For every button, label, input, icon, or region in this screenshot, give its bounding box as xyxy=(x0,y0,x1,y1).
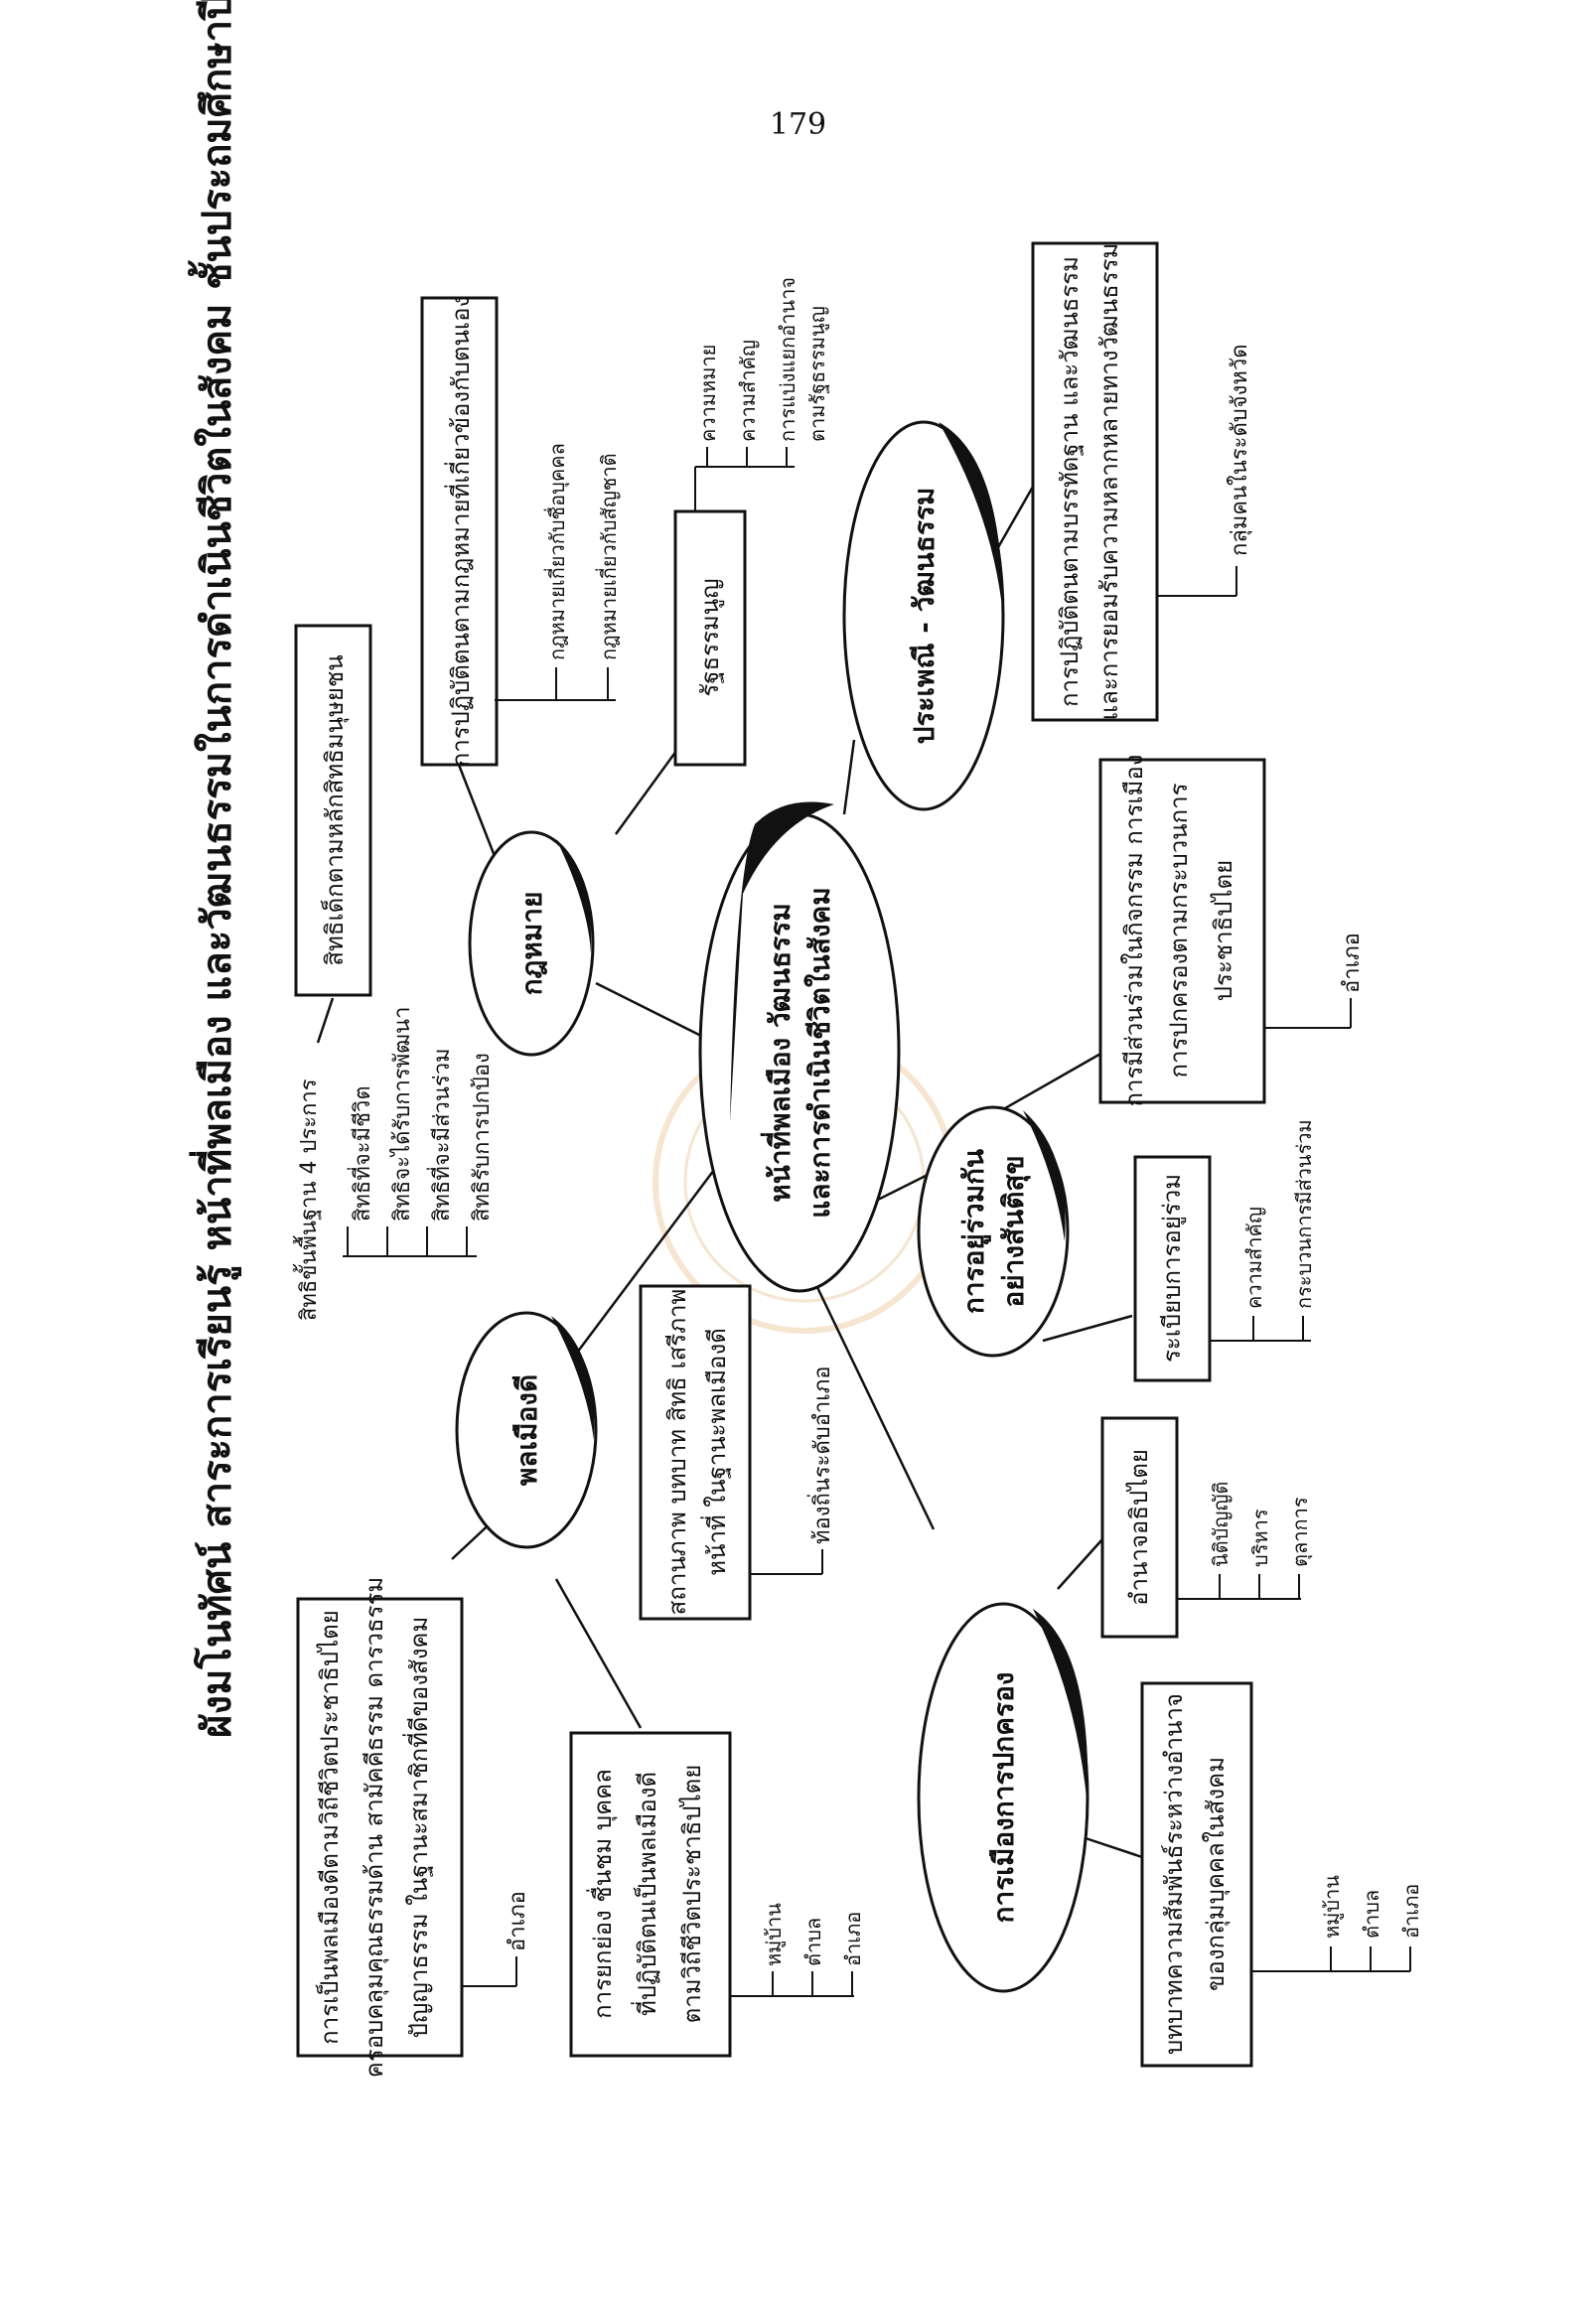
rules-box: ระเบียบการอยู่ร่วม ความสำคัญ กระบวนการมี… xyxy=(1133,1119,1316,1382)
culture-box: การปฏิบัติตนตามบรรทัดฐาน และวัฒนธรรม และ… xyxy=(1031,241,1252,722)
basic-rights-list: สิทธิขั้นพื้นฐาน 4 ประการ สิทธิที่จะมีชี… xyxy=(293,1007,495,1321)
politics-node: การเมืองการปกครอง xyxy=(917,1602,1089,1993)
living-together-node: การอยู่ร่วมกัน อย่างสันติสุข xyxy=(917,1105,1070,1358)
rules-box-text: ระเบียบการอยู่ร่วม xyxy=(1158,1174,1187,1363)
living-together-label-line2: อย่างสันติสุข xyxy=(997,1155,1031,1307)
democracy-box-line2: ครอบคลุมคุณธรรมด้าน สามัคคีธรรม ดารวธรรม xyxy=(361,1577,389,2078)
praise-item-1: หมู่บ้าน xyxy=(762,1903,787,1966)
constitution-box-text: รัฐธรรมนูญ xyxy=(696,578,725,696)
rules-item-1: ความสำคัญ xyxy=(1242,1207,1266,1309)
participation-item: อำเภอ xyxy=(1340,933,1365,993)
culture-node: ประเพณี - วัฒนธรรม xyxy=(842,420,1005,811)
basic-right-item-1: สิทธิที่จะมีชีวิต xyxy=(347,1085,375,1222)
law-label: กฎหมาย xyxy=(515,892,548,996)
sovereignty-item-1: นิติบัญญัติ xyxy=(1209,1482,1233,1567)
relations-box: บทบาทความสัมพันธ์ระหว่างอำนาจ ของกลุ่มบุ… xyxy=(1140,1681,1423,2068)
participation-box: การมีส่วนร่วมในกิจกรรม การเมือง การปกครอ… xyxy=(1098,755,1365,1107)
basic-rights-header: สิทธิขั้นพื้นฐาน 4 ประการ xyxy=(293,1079,322,1321)
democracy-item: อำเภอ xyxy=(506,1891,530,1951)
participation-box-line3: ประชาธิปไตย xyxy=(1210,860,1237,1001)
relations-item-3: อำเภอ xyxy=(1399,1884,1423,1939)
basic-right-item-4: สิทธิรับการปกป้อง xyxy=(470,1053,495,1222)
law-node: กฎหมาย xyxy=(468,830,595,1057)
constitution-item-2: ความสำคัญ xyxy=(736,340,760,442)
status-item: ท้องถิ่นระดับอำเภอ xyxy=(806,1366,835,1544)
democracy-box-line1: การเป็นพลเมืองดีตามวิถีชีวิตประชาธิปไตย xyxy=(315,1610,344,2045)
sovereignty-box-text: อำนาจอธิปไตย xyxy=(1125,1449,1153,1606)
culture-item: กลุ่มคนในระดับจังหวัด xyxy=(1227,344,1252,556)
status-box-line1: สถานภาพ บทบาท สิทธิ เสรีภาพ xyxy=(663,1289,691,1616)
sovereignty-item-3: ตุลาการ xyxy=(1288,1497,1313,1567)
participation-box-line1: การมีส่วนร่วมในกิจกรรม การเมือง xyxy=(1120,755,1148,1107)
rights-box: สิทธิเด็กตามหลักสิทธิมนุษยชน xyxy=(294,624,372,997)
sovereignty-item-2: บริหาร xyxy=(1248,1509,1272,1567)
law-practice-box: การปฏิบัติตนตามกฎหมายที่เกี่ยวข้องกับตนเ… xyxy=(420,296,621,768)
sovereignty-box: อำนาจอธิปไตย นิติบัญญัติ บริหาร ตุลาการ xyxy=(1100,1416,1313,1639)
law-practice-box-text: การปฏิบัติตนตามกฎหมายที่เกี่ยวข้องกับตนเ… xyxy=(444,296,475,768)
praise-item-2: ตำบล xyxy=(801,1918,825,1966)
participation-box-line2: การปกครองตามกระบวนการ xyxy=(1165,783,1193,1078)
relations-box-line1: บทบาทความสัมพันธ์ระหว่างอำนาจ xyxy=(1160,1693,1188,2055)
good-citizen-node: พลเมืองดี xyxy=(455,1311,598,1549)
praise-box-line1: การยกย่อง ชื่นชม บุคคล xyxy=(586,1769,618,2019)
center-label-line2: และการดำเนินชีวิตในสังคม xyxy=(803,887,836,1218)
culture-box-line1: การปฏิบัติตนตามบรรทัดฐาน และวัฒนธรรม xyxy=(1056,256,1084,707)
law-practice-item-2: กฎหมายเกี่ยวกับสัญชาติ xyxy=(595,453,621,660)
praise-item-3: อำเภอ xyxy=(841,1912,865,1966)
culture-box-line2: และการยอมรับความหลากหลายทางวัฒนธรรม xyxy=(1095,243,1123,721)
rights-box-text: สิทธิเด็กตามหลักสิทธิมนุษยชน xyxy=(320,654,350,965)
status-box: สถานภาพ บทบาท สิทธิ เสรีภาพ หน้าที่ ในฐา… xyxy=(639,1284,835,1621)
rules-item-2: กระบวนการมีส่วนร่วม xyxy=(1292,1119,1316,1309)
constitution-item-1: ความหมาย xyxy=(696,345,720,442)
democracy-box: การเป็นพลเมืองดีตามวิถีชีวิตประชาธิปไตย … xyxy=(296,1577,530,2078)
constitution-item-3: การแบ่งแยกอำนาจ xyxy=(776,277,799,442)
culture-label: ประเพณี - วัฒนธรรม xyxy=(908,488,941,745)
center-label-line1: หน้าที่พลเมือง วัฒนธรรม xyxy=(760,903,797,1202)
diagram-title: ผังมโนทัศน์ สาระการเรียนรู้ หน้าที่พลเมื… xyxy=(188,0,241,1738)
constitution-box: รัฐธรรมนูญ ความหมาย ความสำคัญ การแบ่งแยก… xyxy=(673,277,830,767)
praise-box: การยกย่อง ชื่นชม บุคคล ที่ปฏิบัติตนเป็นพ… xyxy=(569,1731,865,2058)
good-citizen-label: พลเมืองดี xyxy=(510,1374,543,1486)
law-practice-item-1: กฎหมายเกี่ยวกับชื่อบุคคล xyxy=(543,443,570,660)
praise-box-line2: ที่ปฏิบัติตนเป็นพลเมืองดี xyxy=(631,1772,661,2016)
page-number: 179 xyxy=(769,107,827,142)
praise-box-line3: ตามวิถีชีวิตประชาธิปไตย xyxy=(678,1765,706,2024)
center-node: หน้าที่พลเมือง วัฒนธรรม และการดำเนินชีวิ… xyxy=(698,801,901,1293)
relations-item-1: หมู่บ้าน xyxy=(1320,1875,1345,1939)
democracy-box-line3: ปัญญาธรรม ในฐานะสมาชิกที่ดีของสังคม xyxy=(402,1617,433,2039)
relations-box-line2: ของกลุ่มบุคคลในสังคม xyxy=(1202,1757,1231,1991)
status-box-line2: หน้าที่ ในฐานะพลเมืองดี xyxy=(700,1328,731,1576)
basic-right-item-3: สิทธิที่จะมีส่วนร่วม xyxy=(426,1048,455,1222)
constitution-item-4: ตามรัฐธรรมนูญ xyxy=(805,306,830,442)
politics-label: การเมืองการปกครอง xyxy=(987,1672,1020,1924)
basic-right-item-2: สิทธิจะได้รับการพัฒนา xyxy=(389,1007,415,1222)
relations-item-2: ตำบล xyxy=(1360,1890,1383,1939)
living-together-label-line1: การอยู่ร่วมกัน xyxy=(957,1149,991,1314)
